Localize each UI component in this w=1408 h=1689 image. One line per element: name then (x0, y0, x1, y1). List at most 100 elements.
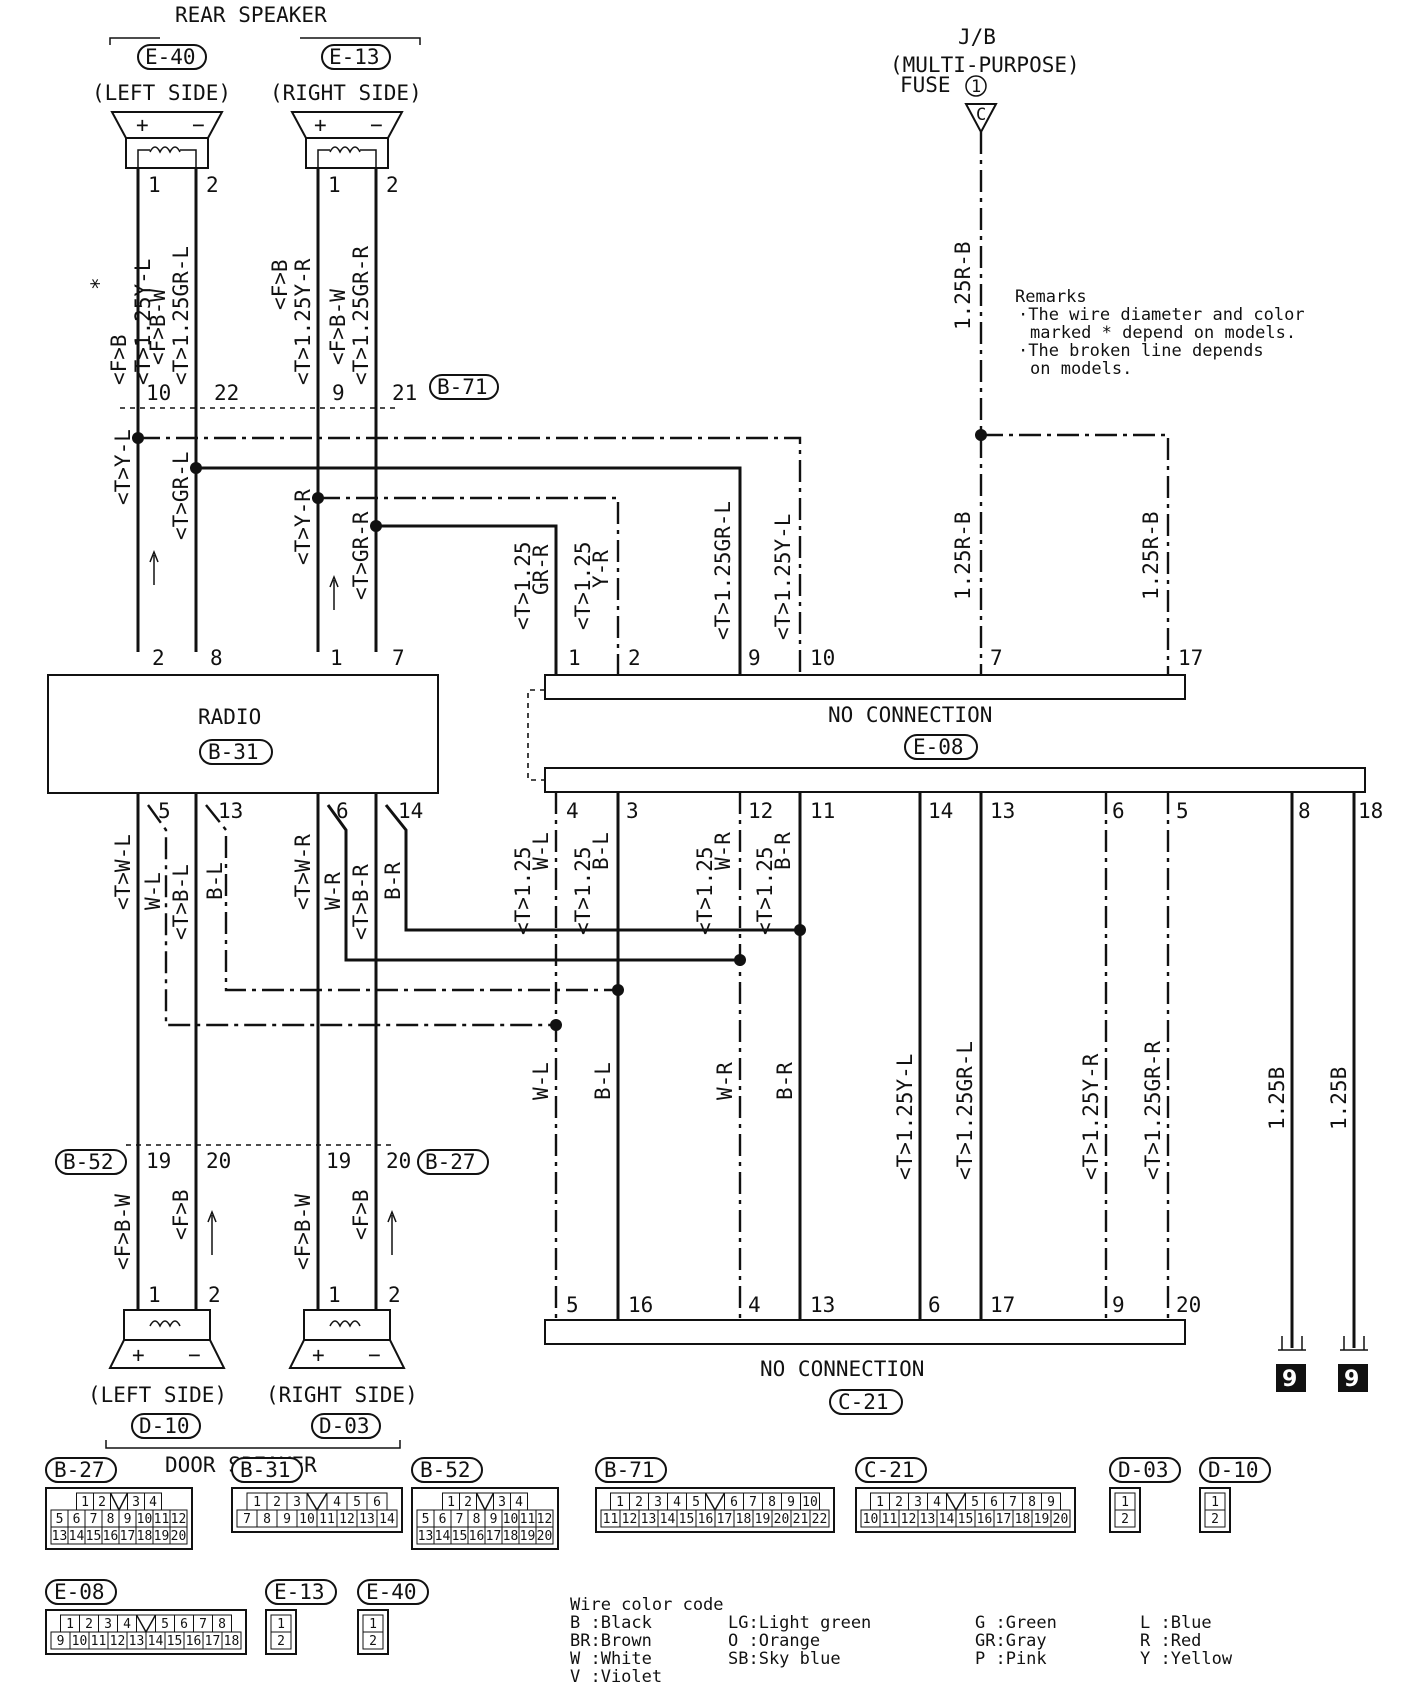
connector-pin-b71-4: 4 (673, 1495, 681, 1510)
mid-g2: 1.25B (1327, 1067, 1351, 1130)
code-g: G :Green (975, 1613, 1057, 1633)
connector-pin-b52-11: 11 (520, 1512, 536, 1527)
connector-pin-b71-5: 5 (692, 1495, 700, 1510)
e08-top-pin-17: 17 (1178, 646, 1203, 670)
connector-pin-b52-8: 8 (473, 1512, 481, 1527)
connector-pin-b52-7: 7 (456, 1512, 464, 1527)
jb-terminal: C (976, 105, 986, 125)
connector-pin-e08-12: 12 (110, 1634, 126, 1649)
door-left-pin2: 2 (208, 1283, 221, 1307)
connector-pin-b71-3: 3 (654, 1495, 662, 1510)
connector-face-tag-b52 (411, 1457, 483, 1483)
connector-cell (946, 1492, 966, 1511)
rear-r2-label-b: <T>1.25GR-R (349, 246, 373, 385)
connector-pin-c21-9: 9 (1047, 1495, 1055, 1510)
ground-icon-1 (1276, 1330, 1306, 1392)
c21-connector: C-21 (838, 1390, 889, 1414)
connector-pin-e08-15: 15 (167, 1634, 183, 1649)
connector-pin-b31-12: 12 (339, 1512, 355, 1527)
e08-w12-b: W-R (711, 832, 735, 870)
mid-gr-r: <T>1.25GR-R (1141, 1041, 1165, 1180)
connector-pin-c21-16: 16 (977, 1512, 993, 1527)
color-code-title: Wire color code (570, 1595, 724, 1615)
rear-right-side: (RIGHT SIDE) (270, 81, 422, 105)
door-right-minus: − (368, 1343, 381, 1367)
lower-tb-l: <T>B-L (169, 864, 193, 940)
ground-2-label: 9 (1344, 1367, 1359, 1392)
connector-pin-b71-14: 14 (660, 1512, 676, 1527)
connector-cell (306, 1492, 328, 1511)
lower-fb-w-l: <F>B-W (111, 1194, 135, 1270)
connector-pin-b71-20: 20 (774, 1512, 790, 1527)
remarks-line4: on models. (1030, 359, 1132, 379)
connector-face-name-d03: D-03 (1118, 1458, 1169, 1482)
b71-pin-22: 22 (214, 381, 239, 405)
connector-face-name-d10: D-10 (1208, 1458, 1259, 1482)
connector-face-name-b52: B-52 (420, 1458, 471, 1482)
e08-bottom-pin-3: 3 (626, 799, 639, 823)
connector-pin-e08-8: 8 (218, 1617, 226, 1632)
connector-pin-b27-18: 18 (137, 1529, 153, 1544)
lower-b-r: B-R (381, 862, 405, 900)
connector-tag-d03 (311, 1413, 381, 1439)
connector-face-tag-b71 (595, 1457, 667, 1483)
b52-pin-20: 20 (206, 1149, 231, 1173)
c21-pin-16: 16 (628, 1293, 653, 1317)
door-left-pin1: 1 (148, 1283, 161, 1307)
connector-pin-e08-1: 1 (66, 1617, 74, 1632)
connector-pin-b27-14: 14 (69, 1529, 85, 1544)
connector-pin-b71-15: 15 (679, 1512, 695, 1527)
e08-w4-a: <T>1.25 (511, 846, 535, 935)
b52-connector: B-52 (63, 1150, 114, 1174)
rear-r2-label-a: <F>B-W (326, 289, 350, 365)
connector-pin-b27-15: 15 (86, 1529, 102, 1544)
e08-top-pin-7: 7 (990, 646, 1003, 670)
e08-top-bar (544, 674, 1186, 700)
mid-wr: W-R (713, 1062, 737, 1100)
door-left-connector: D-10 (139, 1414, 190, 1438)
jb-fuse-number: 1 (971, 77, 981, 97)
upper-ty-l: <T>Y-L (111, 429, 135, 505)
b71-pin-21: 21 (392, 381, 417, 405)
connector-pin-b52-10: 10 (503, 1512, 519, 1527)
connector-pin-b71-8: 8 (768, 1495, 776, 1510)
c21-bar (544, 1319, 1186, 1345)
radio-box (47, 674, 439, 794)
connector-pin-d03-1: 1 (1121, 1495, 1129, 1510)
connector-face-name-e08: E-08 (54, 1580, 105, 1604)
e08-w10-label: <T>1.25Y-L (771, 514, 795, 640)
connector-pin-e13-2: 2 (277, 1634, 285, 1649)
connector-pin-c21-17: 17 (996, 1512, 1012, 1527)
rear-l1-label-b: <T>1.25Y-L (131, 259, 155, 385)
radio-top-pin-7: 7 (392, 646, 405, 670)
code-gr: GR:Gray (975, 1631, 1047, 1651)
rear-speaker-title: REAR SPEAKER (175, 3, 327, 27)
connector-cell (136, 1614, 156, 1633)
connector-tag-b27 (417, 1149, 489, 1175)
rear-l1-star: * (87, 277, 111, 290)
connector-face-tag-b31 (231, 1457, 303, 1483)
mid-y-r: <T>1.25Y-R (1079, 1053, 1103, 1180)
connector-pin-c21-2: 2 (895, 1495, 903, 1510)
connector-pin-e08-6: 6 (180, 1617, 188, 1632)
connector-face-name-b27: B-27 (54, 1458, 105, 1482)
e08-w17-label: 1.25R-B (1139, 511, 1163, 600)
connector-cell (705, 1492, 725, 1511)
e08-connector: E-08 (913, 735, 964, 759)
connector-pin-e08-17: 17 (205, 1634, 221, 1649)
remarks-title: Remarks (1015, 287, 1087, 307)
connector-pin-b52-9: 9 (490, 1512, 498, 1527)
rear-right-plus: + (314, 113, 327, 137)
connector-pin-b27-4: 4 (149, 1495, 157, 1510)
connector-pin-b27-20: 20 (171, 1529, 187, 1544)
door-right-pin2: 2 (388, 1283, 401, 1307)
connector-pin-b31-11: 11 (319, 1512, 335, 1527)
e08-w2-b: Y-R (589, 550, 613, 588)
connector-pin-c21-20: 20 (1053, 1512, 1069, 1527)
code-b: B :Black (570, 1613, 652, 1633)
c21-pin-6: 6 (928, 1293, 941, 1317)
connector-pin-b52-5: 5 (422, 1512, 430, 1527)
lower-tw-r: <T>W-R (291, 834, 315, 910)
connector-cell (809, 1509, 830, 1528)
rear-right-connector: E-13 (329, 45, 380, 69)
